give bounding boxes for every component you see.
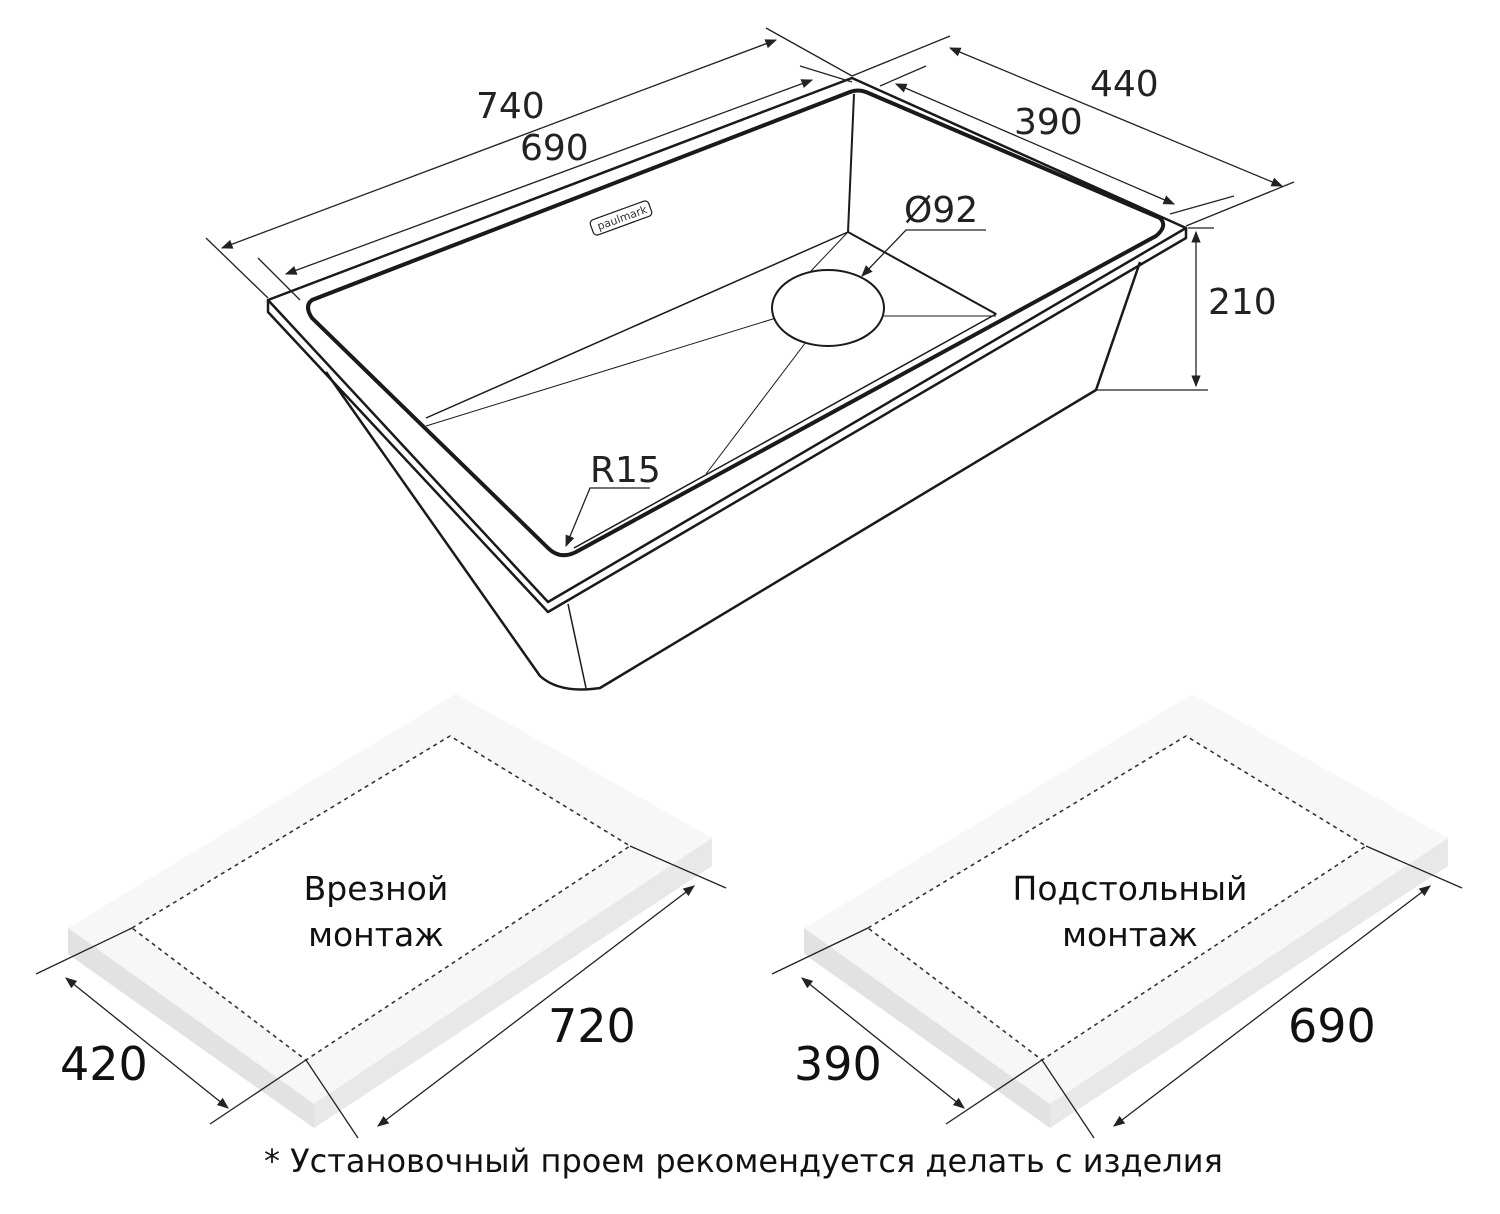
flush-mount-label-1: Врезной xyxy=(304,869,449,908)
installation-footnote: * Установочный проем рекомендуется делат… xyxy=(264,1142,1223,1180)
sink-basin-opening xyxy=(306,88,1166,558)
dim-depth: 210 xyxy=(1208,282,1277,323)
drain-leader xyxy=(861,229,986,277)
dim-inner-width: 390 xyxy=(1014,102,1083,143)
undermount-label-1: Подстольный xyxy=(1013,869,1248,908)
dim-line-390-cut xyxy=(801,977,965,1109)
floor-slope-lines xyxy=(425,231,996,475)
undermount-label-2: монтаж xyxy=(1062,915,1198,954)
sink-rim-edge xyxy=(266,228,1188,614)
undermount-width: 390 xyxy=(794,1037,882,1091)
undermount-cutout: Подстольный монтаж 390 690 xyxy=(771,694,1463,1139)
radius-leader xyxy=(565,487,650,548)
dim-line-420 xyxy=(65,977,229,1109)
dim-inner-length: 690 xyxy=(520,128,589,169)
sink-basin-floor xyxy=(425,231,997,549)
sink-drawing: paulmark xyxy=(266,76,1188,691)
brand-plate: paulmark xyxy=(589,200,653,236)
flush-mount-width: 420 xyxy=(60,1037,148,1091)
dim-line-390 xyxy=(894,83,1176,205)
undermount-length: 690 xyxy=(1288,999,1376,1053)
dim-outer-width: 440 xyxy=(1090,64,1159,105)
flush-mount-length: 720 xyxy=(548,999,636,1053)
dim-line-690-cut xyxy=(1113,885,1431,1127)
sink-body xyxy=(324,261,1142,691)
sink-rim-outer xyxy=(266,76,1188,604)
dim-drain-diameter: Ø92 xyxy=(904,190,978,231)
sink-dimensions xyxy=(205,27,1295,548)
dim-line-690 xyxy=(284,79,814,275)
dim-line-740 xyxy=(220,39,778,249)
drain-hole xyxy=(771,269,885,347)
flush-mount-cutout: Врезной монтаж 420 720 xyxy=(35,694,727,1139)
flush-mount-label-2: монтаж xyxy=(308,915,444,954)
dim-corner-radius: R15 xyxy=(590,450,661,491)
countertop-slab-right xyxy=(804,694,1448,1104)
dim-outer-length: 740 xyxy=(476,86,545,127)
dim-line-720 xyxy=(377,885,695,1127)
brand-label: paulmark xyxy=(595,203,649,233)
